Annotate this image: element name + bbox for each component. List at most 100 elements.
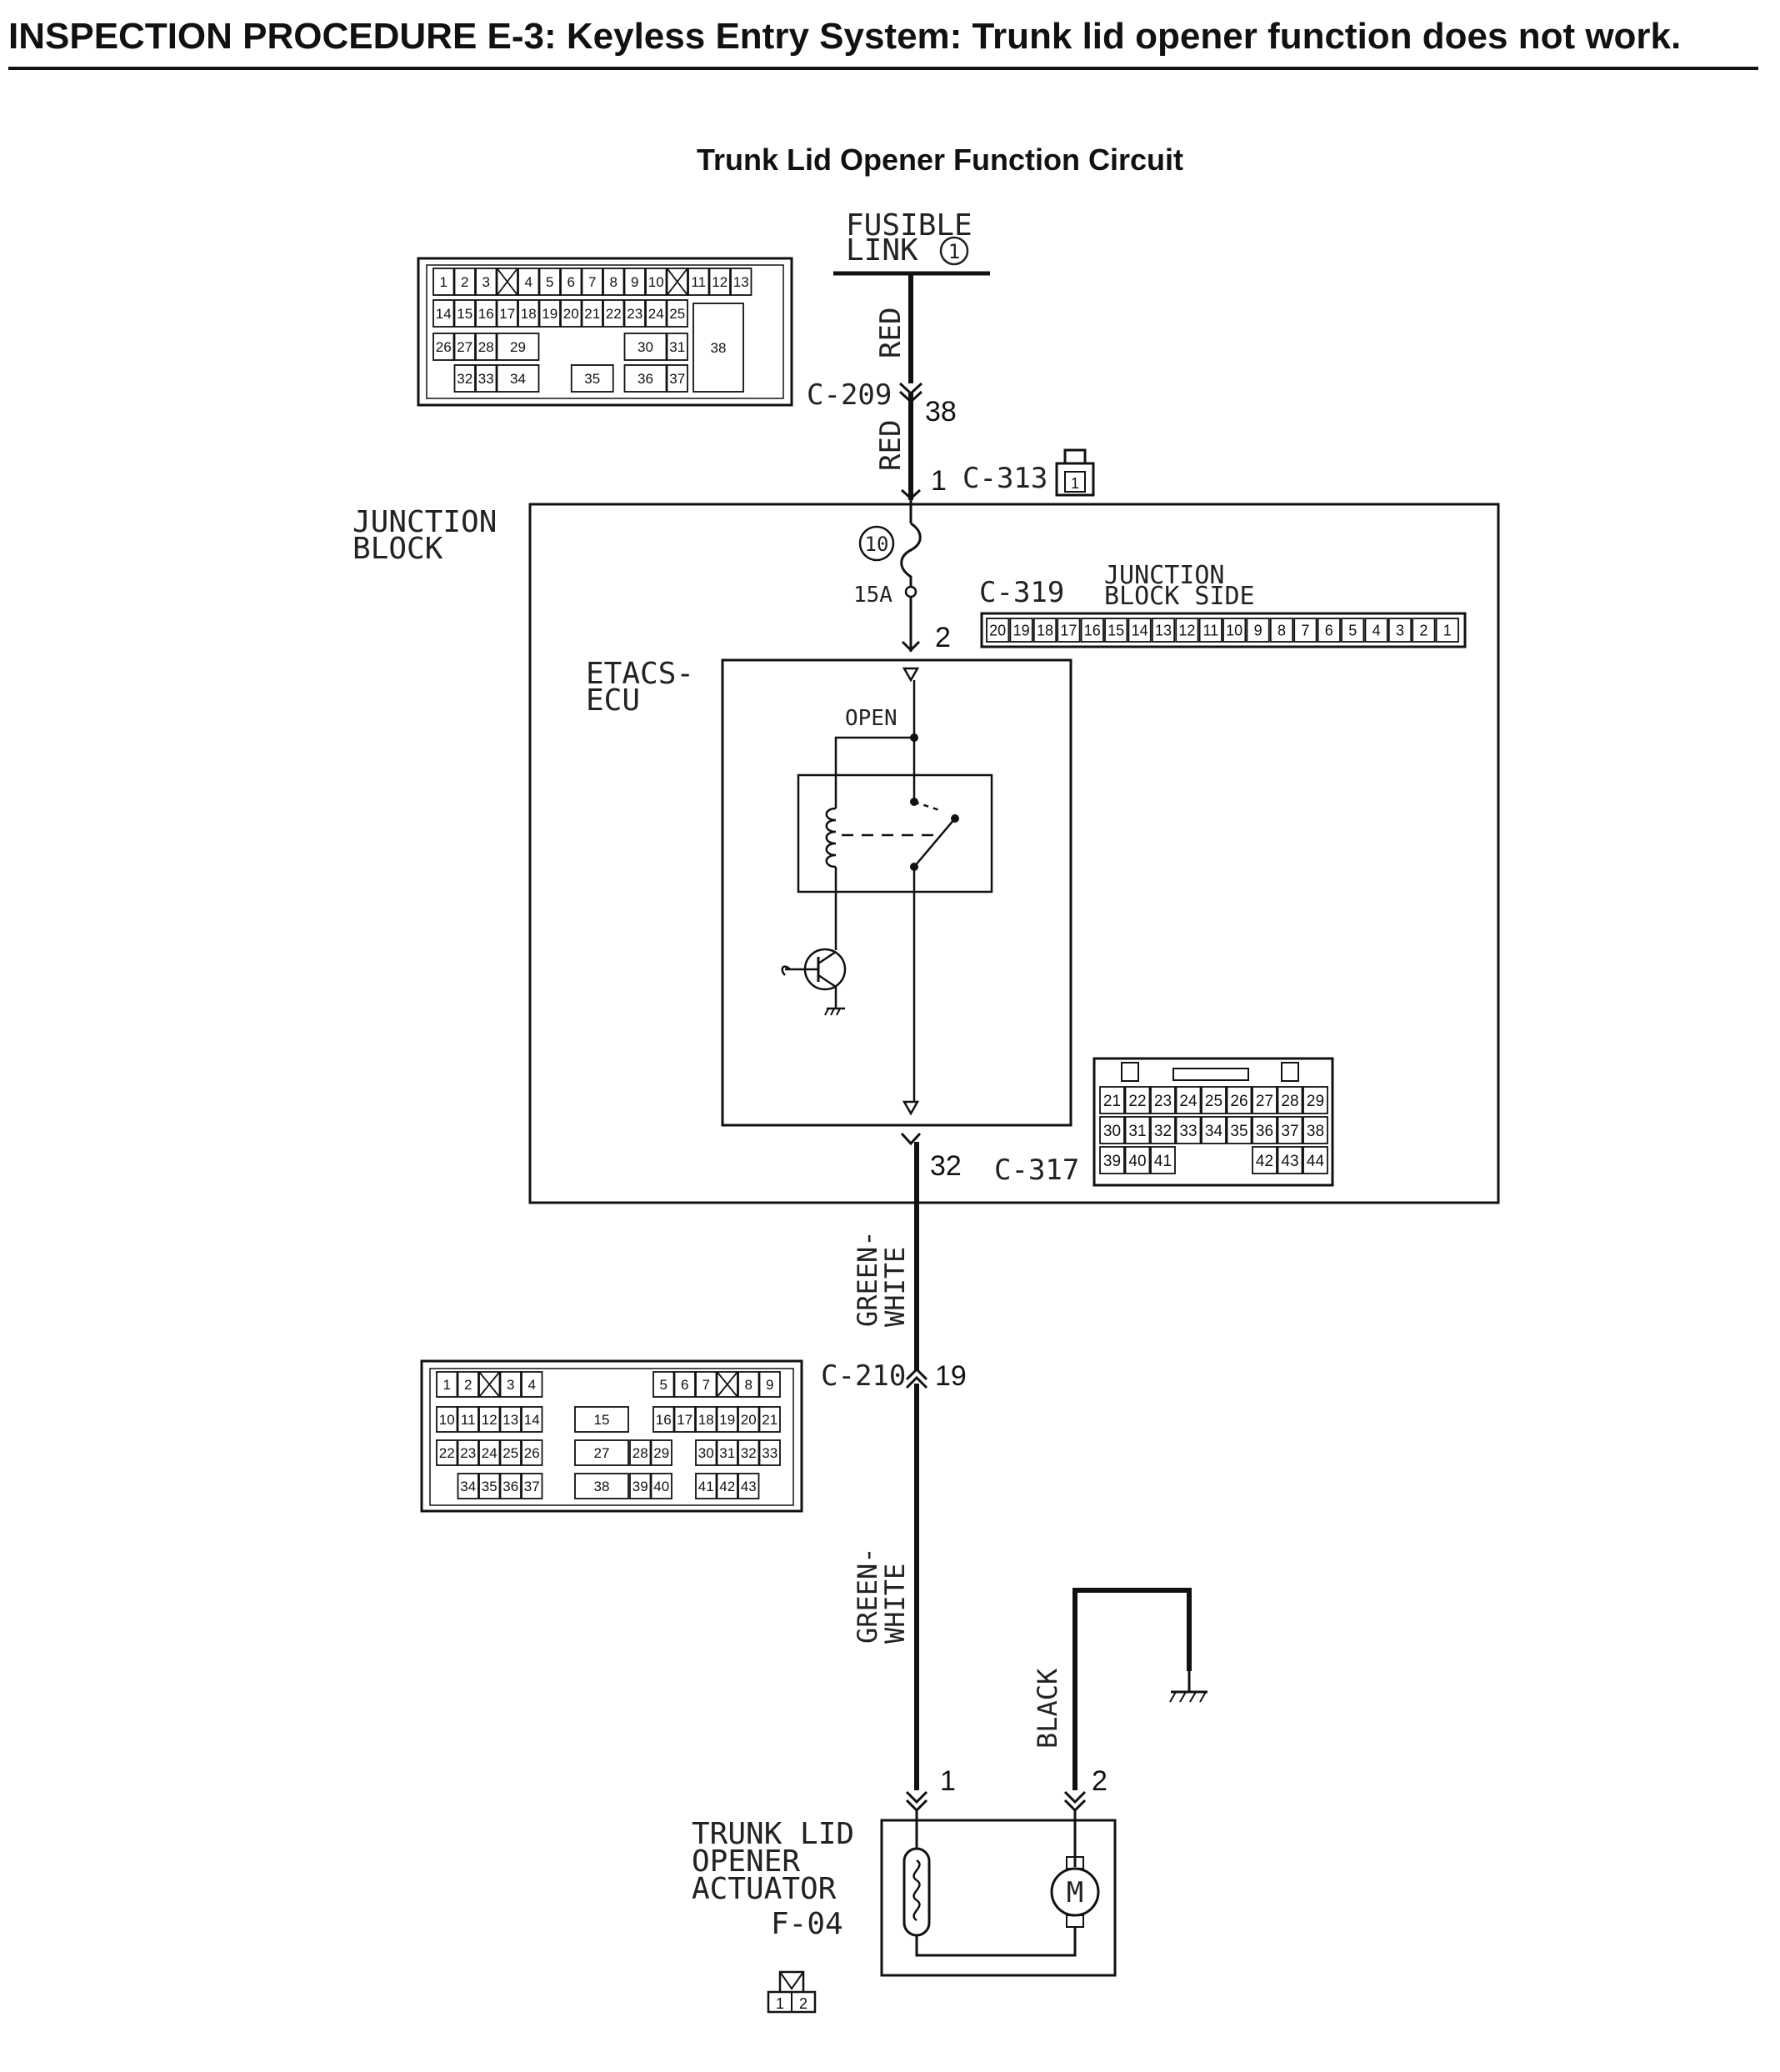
c317-pin: 24 [1179, 1093, 1198, 1110]
c210-pin: 16 [656, 1412, 672, 1428]
c210-pin: 8 [745, 1377, 752, 1393]
transistor-emitter [818, 973, 837, 988]
c317-pin: 42 [1256, 1153, 1273, 1170]
c317-pin: 44 [1307, 1153, 1325, 1170]
c210-pin: 18 [698, 1412, 714, 1428]
c209-pin: 6 [568, 274, 575, 290]
c209-pin: 7 [588, 274, 596, 290]
c210-cell [758, 1406, 781, 1433]
c210-cell [574, 1439, 629, 1466]
c210-pin: 10 [439, 1412, 455, 1428]
c209-cell [496, 299, 518, 328]
c209-cell [432, 268, 455, 296]
c317-pin: 27 [1256, 1093, 1273, 1110]
c209-cell [518, 299, 540, 328]
c319-pin: 10 [1226, 622, 1242, 638]
c209-pin: 13 [733, 274, 749, 290]
c210-pin: 36 [502, 1479, 518, 1494]
c319-label: C-319 [979, 576, 1064, 609]
c317-pin: 39 [1103, 1153, 1121, 1170]
c209-pin: 21 [584, 306, 600, 322]
c210-cell [436, 1371, 458, 1398]
c317-cell [1150, 1146, 1176, 1174]
ecu-terminal-bottom [902, 1100, 920, 1116]
c209-pin: 10 [648, 274, 664, 290]
c209-cell [496, 333, 540, 361]
motor-brush-bottom [1066, 1914, 1084, 1928]
c210-pin: 11 [461, 1412, 476, 1428]
c319-pin: 11 [1202, 622, 1218, 638]
c317-pin: 40 [1128, 1153, 1146, 1170]
relay-coil [825, 807, 837, 868]
c210-cell [652, 1406, 675, 1433]
c319-cell [1151, 618, 1176, 643]
c209-cell [453, 364, 476, 393]
c209-pin: 12 [712, 274, 728, 290]
c210-cell [738, 1371, 760, 1398]
fusible-link-label-2: LINK [846, 233, 918, 268]
c210-cell [695, 1406, 718, 1433]
relay-switch-arm [913, 818, 956, 868]
c319-pin: 8 [1278, 622, 1286, 638]
c209-pin: 31 [669, 339, 685, 355]
c317-cell [1124, 1086, 1151, 1114]
c209-pin: 19 [542, 306, 558, 322]
c210-pin: 35 [482, 1479, 498, 1494]
c210-chevron-2 [905, 1375, 928, 1389]
c319-pin: 2 [1419, 622, 1428, 638]
c210-cell [716, 1439, 738, 1466]
c210-cell [629, 1439, 652, 1466]
c210-pin: 25 [502, 1445, 518, 1461]
c317-pin: 35 [1230, 1123, 1248, 1140]
c210-cell [716, 1371, 738, 1398]
c319-pin: 18 [1037, 622, 1053, 638]
c317-pin: 28 [1281, 1093, 1298, 1110]
c209-pin: 5 [546, 274, 553, 290]
c210-cell [499, 1473, 522, 1499]
c209-pin: 36 [638, 371, 653, 387]
c319-pin: 16 [1084, 622, 1101, 638]
c319-cell [1057, 618, 1081, 643]
c319-pin: 9 [1254, 622, 1262, 638]
f04-icon-pin-1: 1 [776, 1995, 784, 2012]
c319-pin: 17 [1060, 622, 1077, 638]
c210-pin: 5 [660, 1377, 668, 1393]
c313-connector-icon: 1 [1055, 448, 1095, 497]
c210-cell [758, 1371, 781, 1398]
c317-cell [1252, 1086, 1278, 1114]
c313-chevron [900, 488, 922, 501]
c319-pin: 2 [935, 622, 951, 653]
c317-pin: 33 [1179, 1123, 1197, 1140]
c317-pin: 37 [1281, 1123, 1298, 1140]
c210-pin: 34 [460, 1479, 476, 1494]
c209-cell [666, 333, 688, 361]
c210-pin: 31 [719, 1445, 735, 1461]
wire-label-gw-lower-1: GREEN- [852, 1547, 883, 1644]
c209-cell [666, 268, 688, 296]
c209-pin: 11 [691, 274, 706, 290]
c209-pin: 38 [925, 396, 957, 428]
c317-cell [1252, 1146, 1278, 1174]
c317-cell [1175, 1086, 1202, 1114]
c317-pin: 41 [1154, 1153, 1172, 1170]
c317-cell [1277, 1146, 1303, 1174]
c210-pin: 43 [741, 1479, 757, 1494]
c319-cell [1388, 618, 1412, 643]
c319-pin: 5 [1348, 622, 1357, 638]
c319-cell [1175, 618, 1199, 643]
ecu-label-2: ECU [586, 683, 640, 718]
c209-cell [538, 299, 561, 328]
c210-pin: 17 [677, 1412, 692, 1428]
c210-pin: 32 [741, 1445, 757, 1461]
c210-cell [478, 1473, 501, 1499]
c317-pin: 29 [1307, 1093, 1324, 1110]
wire-label-red-lower: RED [874, 420, 908, 471]
c317-pin: 43 [1281, 1153, 1298, 1170]
c210-pin: 13 [502, 1412, 518, 1428]
actuator-label-2: OPENER [692, 1844, 800, 1879]
c319-cell [1269, 618, 1294, 643]
c317-cell [1099, 1116, 1125, 1144]
relay-box [797, 773, 993, 893]
c317-pin: 25 [1205, 1093, 1222, 1110]
c209-cell [666, 299, 688, 328]
